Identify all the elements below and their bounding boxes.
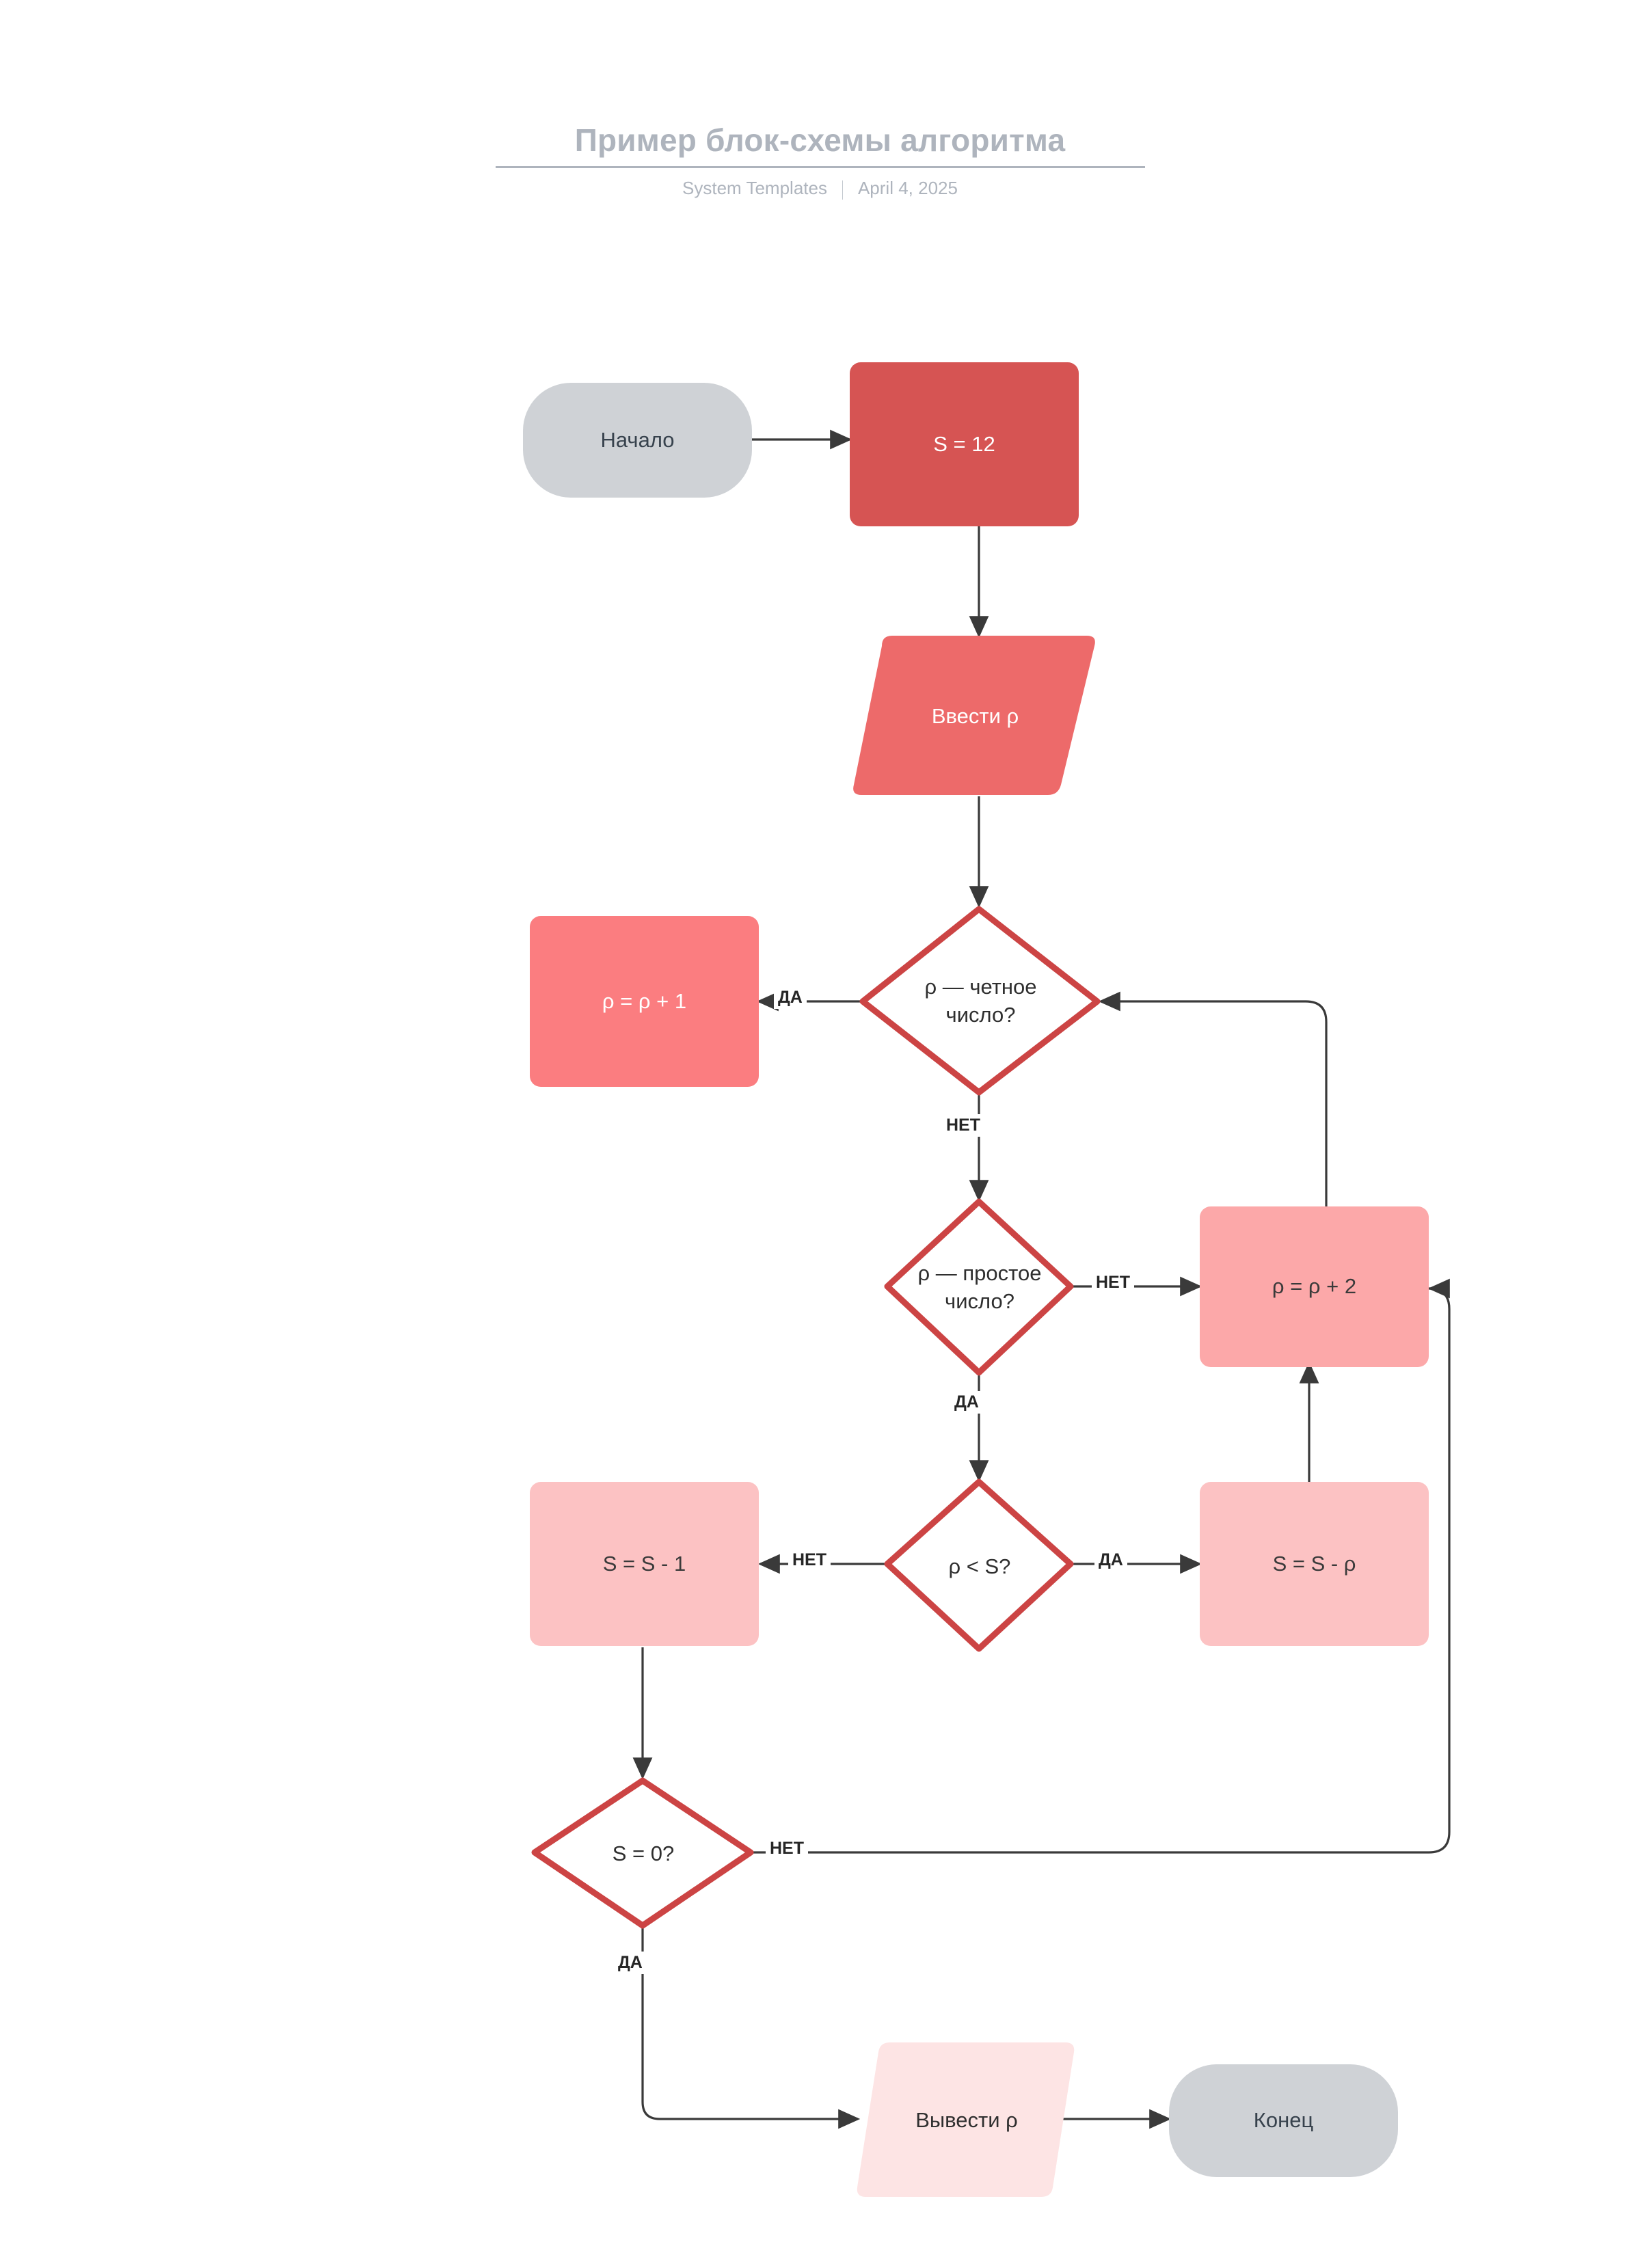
edge-label-szero-yes: ДА [614,1952,647,1974]
node-output-label: Вывести ρ [915,2108,1018,2132]
node-less-label: ρ < S? [948,1554,1011,1578]
diamond-less-shape [884,1479,1074,1652]
node-plus1[interactable]: ρ = ρ + 1 [530,916,759,1087]
document-header: Пример блок-схемы алгоритма System Templ… [0,122,1640,200]
node-even-line1: ρ — четное [924,975,1037,999]
diamond-even-shape [859,906,1101,1096]
edge-label-even-yes: ДА [774,986,807,1009]
node-even[interactable]: ρ — четное число? [863,909,1099,1094]
node-prime-line2: число? [945,1289,1014,1313]
parallelogram-output-shape [857,2042,1075,2197]
title-divider [495,165,1145,168]
node-prime-line1: ρ — простое [917,1261,1042,1286]
parallelogram-input-shape [853,636,1095,795]
node-input-label: Ввести ρ [931,703,1019,728]
date-label: April 4, 2025 [857,177,958,198]
edge-plus2-to-even [1098,991,1328,1210]
node-input[interactable]: Ввести ρ [854,636,1097,796]
node-sminus1[interactable]: S = S - 1 [530,1482,759,1646]
node-output[interactable]: Вывести ρ [857,2042,1076,2198]
node-plus1-label: ρ = ρ + 1 [602,988,687,1013]
node-even-label: ρ — четное число? [863,909,1099,1094]
node-s12[interactable]: S = 12 [850,362,1079,526]
document-subtitle: System Templates April 4, 2025 [0,177,1640,200]
node-szero-label: S = 0? [612,1841,675,1865]
edge-label-less-no: НЕТ [788,1549,831,1571]
node-plus2[interactable]: ρ = ρ + 2 [1200,1206,1429,1367]
node-sminus1-label: S = S - 1 [602,1551,686,1576]
node-start-label: Начало [600,427,675,452]
edge-label-szero-no: НЕТ [766,1837,808,1860]
node-prime[interactable]: ρ — простое число? [887,1202,1072,1374]
node-sminusp-label: S = S - ρ [1272,1551,1356,1576]
diamond-prime-shape [884,1198,1074,1376]
page-title: Пример блок-схемы алгоритма [574,122,1066,158]
node-sminusp[interactable]: S = S - ρ [1200,1482,1429,1646]
node-even-line2: число? [945,1003,1016,1027]
node-start[interactable]: Начало [523,383,752,498]
node-plus2-label: ρ = ρ + 2 [1272,1274,1357,1299]
node-end-label: Конец [1253,2108,1314,2133]
edge-label-prime-yes: ДА [950,1391,983,1414]
subtitle-separator [842,180,843,200]
diamond-szero-shape [531,1777,754,1929]
node-prime-label: ρ — простое число? [887,1202,1072,1374]
node-end[interactable]: Конец [1169,2064,1398,2177]
edge-szero-to-output [641,1928,861,2129]
edge-label-less-yes: ДА [1094,1549,1127,1571]
node-szero[interactable]: S = 0? [535,1781,752,1927]
node-s12-label: S = 12 [933,431,995,456]
source-label: System Templates [682,177,827,198]
edge-label-prime-no: НЕТ [1092,1271,1134,1294]
edge-label-even-no: НЕТ [942,1114,984,1137]
node-less[interactable]: ρ < S? [887,1482,1072,1651]
